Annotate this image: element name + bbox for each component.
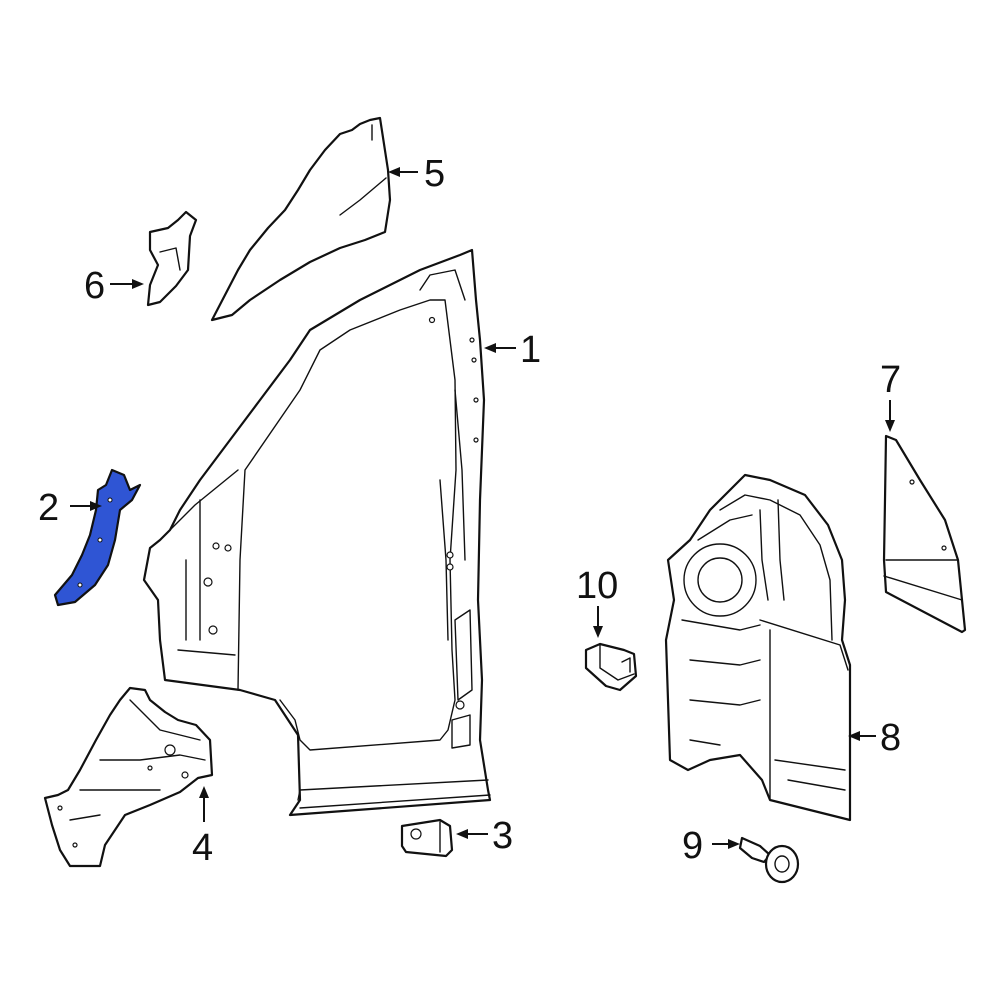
callout-2[interactable]: 2 — [38, 487, 59, 529]
part-3-small-bracket[interactable] — [400, 818, 454, 858]
part-1-door-frame[interactable] — [142, 248, 492, 817]
part-10-clip[interactable] — [584, 642, 638, 692]
callout-5[interactable]: 5 — [424, 153, 445, 195]
callout-3[interactable]: 3 — [492, 815, 513, 857]
part-9-fastener[interactable] — [738, 836, 800, 884]
part-2-reinforcement-bracket[interactable] — [53, 468, 142, 607]
callout-6[interactable]: 6 — [84, 265, 105, 307]
part-7-trim-strip[interactable] — [882, 434, 967, 634]
part-6-upper-bracket[interactable] — [146, 210, 198, 307]
callout-9[interactable]: 9 — [682, 825, 703, 867]
callout-10[interactable]: 10 — [576, 565, 618, 607]
callout-8[interactable]: 8 — [880, 717, 901, 759]
callout-1[interactable]: 1 — [520, 329, 541, 371]
part-4-lower-pillar-panel[interactable] — [43, 686, 214, 868]
part-5-upper-pillar-trim[interactable] — [210, 116, 392, 322]
callout-arrows — [70, 167, 895, 849]
callout-7[interactable]: 7 — [880, 359, 901, 401]
callout-4[interactable]: 4 — [192, 827, 213, 869]
part-8-door-inner-module[interactable] — [664, 473, 852, 822]
